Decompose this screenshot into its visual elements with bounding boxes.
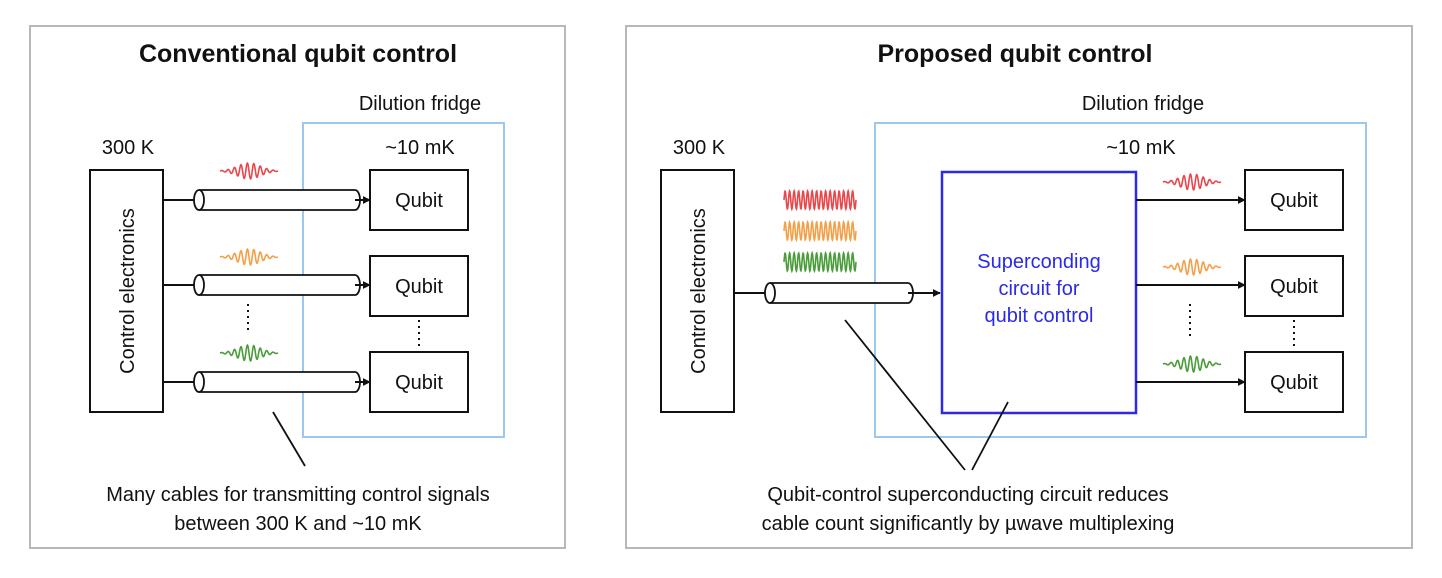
coax-cable-end	[193, 274, 205, 296]
qubit-box	[1244, 169, 1344, 231]
room-temp-label: 300 K	[673, 137, 726, 159]
cold-temp-label: ~10 mK	[1106, 137, 1176, 159]
control-electronics-box	[89, 169, 164, 413]
qubit-box	[369, 169, 469, 231]
qubit-label: Qubit	[1270, 276, 1318, 298]
coax-cable-end	[193, 189, 205, 211]
signal-pulse-orange	[219, 247, 279, 267]
signal-pulse-red	[1162, 172, 1222, 192]
conventional-panel: Conventional qubit control Dilution frid…	[29, 25, 566, 549]
signal-pulse-green	[219, 343, 279, 363]
multiplexed-signal-red	[783, 188, 857, 212]
room-temp-label: 300 K	[102, 137, 155, 159]
caption-pointer	[971, 401, 1009, 471]
control-electronics-label: Control electronics	[117, 208, 139, 374]
caption-line-2: cable count significantly by µwave multi…	[762, 513, 1175, 535]
proposed-panel: Proposed qubit control Dilution fridge 3…	[625, 25, 1413, 549]
circuit-label-line-2: circuit for	[998, 278, 1079, 300]
qubit-box	[369, 351, 469, 413]
signal-pulse-red	[219, 161, 279, 181]
qubit-label: Qubit	[395, 276, 443, 298]
panel-title: Conventional qubit control	[139, 40, 457, 68]
circuit-label-line-1: Superconding	[977, 251, 1100, 273]
signal-pulse-orange	[1162, 257, 1222, 277]
coax-cable	[199, 189, 361, 211]
dilution-fridge-label: Dilution fridge	[1082, 93, 1204, 115]
control-electronics-box	[660, 169, 735, 413]
panel-title: Proposed qubit control	[878, 40, 1153, 68]
qubit-box	[1244, 255, 1344, 317]
signal-pulse-green	[1162, 354, 1222, 374]
caption-pointer	[844, 319, 966, 471]
cable-row	[734, 282, 941, 304]
caption-line-1: Many cables for transmitting control sig…	[106, 484, 490, 506]
dilution-fridge-label: Dilution fridge	[359, 93, 481, 115]
caption-line-1: Qubit-control superconducting circuit re…	[767, 484, 1168, 506]
qubit-label: Qubit	[1270, 372, 1318, 394]
dilution-fridge-box	[874, 122, 1367, 438]
coax-cable	[199, 274, 361, 296]
multiplexed-signal-orange	[783, 219, 857, 243]
caption-line-2: between 300 K and ~10 mK	[174, 513, 422, 535]
qubit-box	[369, 255, 469, 317]
coax-cable	[199, 371, 361, 393]
multiplexed-signal-green	[783, 250, 857, 274]
cable-row	[163, 371, 371, 393]
coax-cable	[770, 282, 914, 304]
cold-temp-label: ~10 mK	[385, 137, 455, 159]
control-electronics-label: Control electronics	[688, 208, 710, 374]
caption-pointer	[272, 411, 306, 467]
coax-cable-end	[193, 371, 205, 393]
circuit-label-line-3: qubit control	[985, 305, 1094, 327]
coax-cable-end	[764, 282, 776, 304]
qubit-box	[1244, 351, 1344, 413]
cable-row	[163, 189, 371, 211]
cable-row	[163, 274, 371, 296]
qubit-label: Qubit	[1270, 190, 1318, 212]
superconducting-circuit-box	[940, 170, 1138, 415]
qubit-label: Qubit	[395, 190, 443, 212]
qubit-label: Qubit	[395, 372, 443, 394]
